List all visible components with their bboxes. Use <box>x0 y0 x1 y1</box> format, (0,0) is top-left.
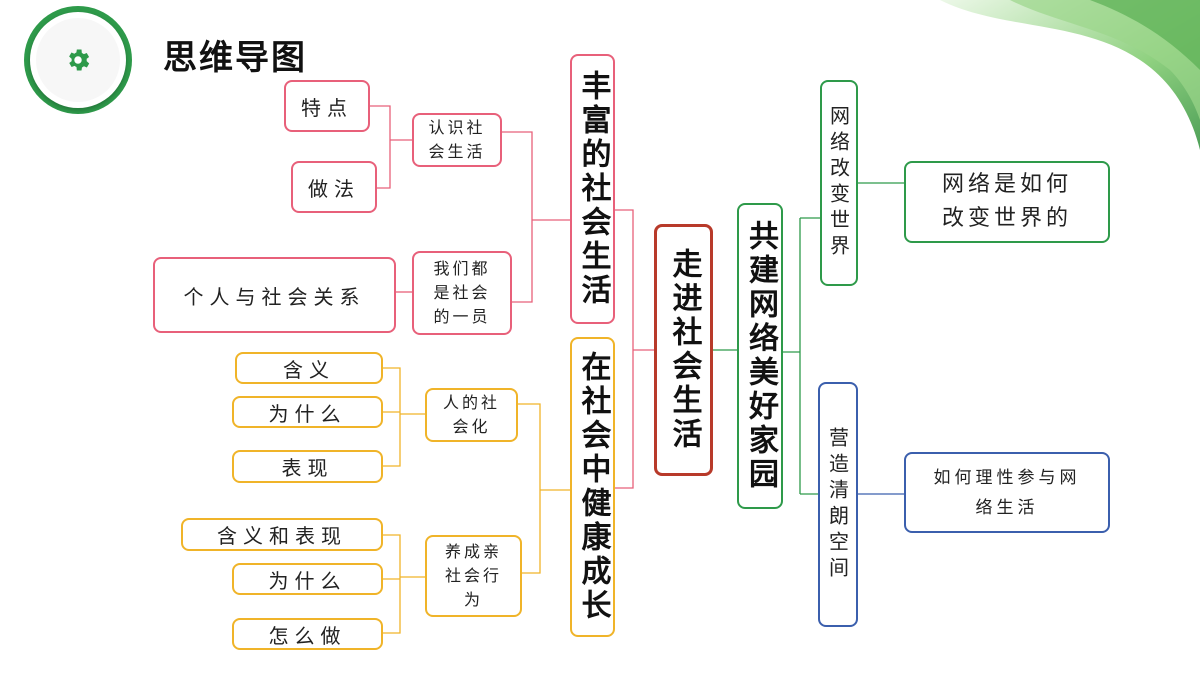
hanyi-node: 含义 <box>235 352 383 384</box>
qinglang-node: 营造清朗空间 <box>818 382 858 627</box>
center-node: 走进社会生活 <box>654 224 713 476</box>
gear-icon <box>69 49 90 71</box>
women-node: 我们都是社会的一员 <box>412 251 512 335</box>
shehuihua-node: 人的社会化 <box>425 388 518 442</box>
leaf-decoration <box>940 0 1200 150</box>
biaoxian-node: 表现 <box>232 450 383 483</box>
page-title: 思维导图 <box>163 38 307 78</box>
wangluo-gaibian-node: 网络改变世界 <box>820 80 858 286</box>
individual-society-node: 个人与社会关系 <box>153 257 396 333</box>
tedian-node: 特点 <box>284 80 370 132</box>
lixing-node: 如何理性参与网络生活 <box>904 452 1110 533</box>
weishenme-node-2: 为什么 <box>232 563 383 595</box>
weishenme-node-1: 为什么 <box>232 396 383 428</box>
renshi-node: 认识社会生活 <box>412 113 502 167</box>
zuofa-node: 做法 <box>291 161 377 213</box>
branch-jiankang: 在社会中健康成长 <box>570 337 615 637</box>
branch-wangluo: 共建网络美好家园 <box>737 203 783 509</box>
zenmezuo-node: 怎么做 <box>232 618 383 650</box>
hanyi-biaoxian-node: 含义和表现 <box>181 518 383 551</box>
wangluo-ruhe-node: 网络是如何改变世界的 <box>904 161 1110 243</box>
header-badge <box>24 6 132 114</box>
branch-fengfu: 丰富的社会生活 <box>570 54 615 324</box>
qinshehui-node: 养成亲社会行为 <box>425 535 522 617</box>
